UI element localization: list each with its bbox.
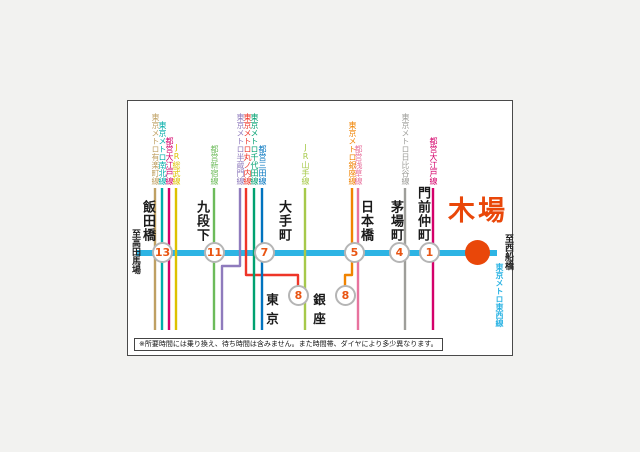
station-name-nihombashi: 日本橋 bbox=[358, 200, 373, 242]
terminal-label-nishifunabashi: 至西船橋 bbox=[503, 234, 513, 270]
line-label-oedo-iidabashi: 都営大江戸線 bbox=[165, 137, 174, 185]
minutes-badge-tokyo: 8 bbox=[288, 285, 309, 306]
station-name-kayabacho: 茅場町 bbox=[388, 200, 403, 242]
minutes-badge-monzennakacho: 1 bbox=[419, 242, 440, 263]
line-label-hanzomon: 東京メトロ半蔵門線 bbox=[236, 113, 245, 185]
line-label-jr-sobu: JR総武線 bbox=[172, 143, 181, 185]
line-label-marunouchi: 東京メトロ丸ノ内線 bbox=[243, 113, 252, 185]
line-label-namboku: 東京メトロ南北線 bbox=[158, 121, 167, 185]
station-name-ginza: 銀座 bbox=[313, 292, 327, 326]
minutes-value: 11 bbox=[206, 246, 223, 259]
line-label-jr-yamanote: JR山手線 bbox=[301, 143, 310, 185]
station-name-tokyo: 東京 bbox=[266, 292, 280, 326]
minutes-badge-nihombashi: 5 bbox=[344, 242, 365, 263]
station-name-kudanshita: 九段下 bbox=[194, 200, 209, 242]
minutes-badge-kudanshita: 11 bbox=[204, 242, 225, 263]
minutes-value: 4 bbox=[395, 246, 404, 259]
line-label-mita: 都営三田線 bbox=[258, 145, 267, 185]
line-hanzomon bbox=[220, 188, 242, 330]
minutes-value: 1 bbox=[425, 246, 434, 259]
minutes-badge-iidabashi: 13 bbox=[152, 242, 173, 263]
line-label-yurakucho: 東京メトロ有楽町線 bbox=[151, 113, 160, 185]
minutes-value: 7 bbox=[260, 246, 269, 259]
station-name-monzennakacho: 門前仲町 bbox=[415, 186, 430, 242]
line-label-asakusa: 都営浅草線 bbox=[354, 145, 363, 185]
main-line-name-label: 東京メトロ東西線 bbox=[495, 263, 504, 327]
minutes-value: 8 bbox=[294, 289, 303, 302]
minutes-badge-kayabacho: 4 bbox=[389, 242, 410, 263]
route-diagram-card: 東京メトロ有楽町線 東京メトロ南北線 都営大江戸線 JR総武線 都営新宿線 東京… bbox=[127, 100, 513, 356]
minutes-badge-otemachi: 7 bbox=[254, 242, 275, 263]
station-name-iidabashi: 飯田橋 bbox=[140, 200, 155, 242]
station-name-otemachi: 大手町 bbox=[276, 200, 291, 242]
line-label-ginza: 東京メトロ銀座線 bbox=[348, 121, 357, 185]
minutes-badge-ginza: 8 bbox=[335, 285, 356, 306]
destination-station-title: 木場 bbox=[448, 196, 508, 227]
minutes-value: 8 bbox=[341, 289, 350, 302]
minutes-value: 13 bbox=[154, 246, 171, 259]
line-ginza bbox=[343, 188, 354, 289]
line-label-chiyoda: 東京メトロ千代田線 bbox=[250, 113, 259, 185]
line-marunouchi bbox=[244, 188, 300, 289]
line-label-shinjuku: 都営新宿線 bbox=[210, 145, 219, 185]
destination-station-marker bbox=[465, 240, 490, 265]
footnote: ※所要時間には乗り換え、待ち時間は含みません。また時間帯、ダイヤにより多少異なり… bbox=[134, 338, 443, 351]
minutes-value: 5 bbox=[350, 246, 359, 259]
line-label-hibiya: 東京メトロ日比谷線 bbox=[401, 113, 410, 185]
line-label-oedo-monzen: 都営大江戸線 bbox=[429, 137, 438, 185]
terminal-label-takadanobaba: 至高田馬場 bbox=[130, 229, 140, 274]
